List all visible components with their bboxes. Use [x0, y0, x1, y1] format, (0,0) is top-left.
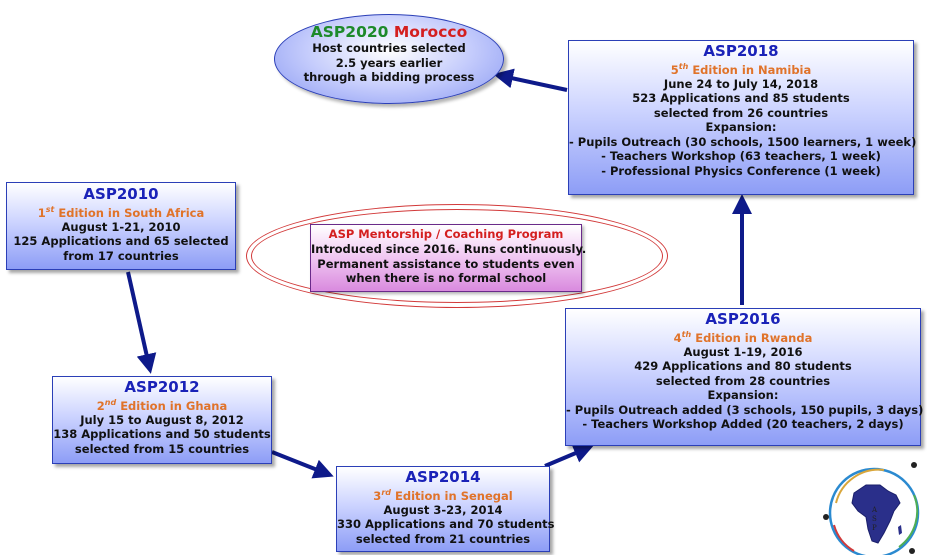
asp2012-title: ASP2012	[124, 378, 200, 396]
arrow-2018-to-2020	[493, 68, 568, 92]
asp2018-line-2: 523 Applications and 85 students	[632, 91, 850, 106]
asp2016-line-2: 429 Applications and 80 students	[634, 359, 852, 374]
mentorship-outer-ring	[246, 204, 668, 308]
asp2018-line-5: - Pupils Outreach (30 schools, 1500 lear…	[569, 134, 917, 149]
asp2010-edition: 1st Edition in South Africa	[37, 205, 205, 220]
asp2016-line-5: - Pupils Outreach added (3 schools, 150 …	[566, 402, 924, 417]
arrow-2014-to-2016	[544, 444, 594, 468]
mentorship-line-3: when there is no formal school	[345, 271, 547, 285]
asp2016-node: ASP2016 4th Edition in Rwanda August 1-1…	[565, 308, 924, 446]
mentorship-line-2: Permanent assistance to students even	[317, 256, 575, 271]
logo-letter-p: P	[872, 524, 877, 532]
asp2020-line-3: through a bidding process	[303, 70, 475, 84]
asp2016-line-3: selected from 28 countries	[655, 373, 831, 388]
asp2010-node: ASP2010 1st Edition in South Africa Augu…	[6, 182, 236, 270]
asp2020-title: ASP2020 Morocco	[275, 24, 503, 41]
asp2018-line-3: selected from 26 countries	[653, 105, 829, 120]
logo-letter-s: S	[872, 515, 877, 523]
asp2016-title: ASP2016	[705, 310, 781, 328]
asp2018-node: ASP2018 5th Edition in Namibia June 24 t…	[568, 40, 917, 195]
asp2012-line-3: selected from 15 countries	[74, 441, 250, 456]
asp2012-node: ASP2012 2nd Edition in Ghana July 15 to …	[52, 376, 272, 464]
asp-africa-logo-icon	[823, 462, 920, 555]
asp2014-line-3: selected from 21 countries	[355, 531, 531, 546]
asp2010-line-1: August 1-21, 2010	[61, 219, 181, 234]
asp2014-edition: 3rd Edition in Senegal	[373, 488, 513, 503]
asp2012-edition: 2nd Edition in Ghana	[96, 398, 228, 413]
asp2018-line-7: - Professional Physics Conference (1 wee…	[601, 163, 881, 178]
asp2020-title-country: Morocco	[393, 23, 468, 41]
asp2018-line-4: Expansion:	[705, 120, 777, 135]
asp2018-line-6: - Teachers Workshop (63 teachers, 1 week…	[601, 149, 881, 164]
asp2016-line-4: Expansion:	[707, 388, 779, 403]
mentorship-title: ASP Mentorship / Coaching Program	[328, 227, 564, 241]
asp2020-line-1: Host countries selected	[312, 41, 466, 55]
mentorship-node: ASP Mentorship / Coaching Program Introd…	[310, 224, 587, 292]
asp2014-line-1: August 3-23, 2014	[383, 502, 503, 517]
asp2018-line-1: June 24 to July 14, 2018	[663, 76, 819, 91]
asp2016-edition: 4th Edition in Rwanda	[673, 330, 813, 345]
asp2010-line-2: 125 Applications and 65 selected	[13, 234, 229, 249]
asp2020-title-year: ASP2020	[310, 23, 389, 41]
arrow-2012-to-2014	[271, 450, 334, 479]
arrow-2010-to-2012	[126, 271, 157, 374]
mentorship-inner-ring	[251, 209, 663, 303]
asp2014-line-2: 330 Applications and 70 students	[337, 517, 555, 532]
logo-letter-a: A	[872, 506, 878, 514]
asp2016-line-1: August 1-19, 2016	[683, 344, 803, 359]
asp2012-line-2: 138 Applications and 50 students	[53, 427, 271, 442]
asp2020-node: ASP2020 Morocco Host countries selected …	[274, 14, 504, 104]
asp2012-line-1: July 15 to August 8, 2012	[80, 412, 244, 427]
asp2014-node: ASP2014 3rd Edition in Senegal August 3-…	[336, 466, 555, 552]
asp2014-title: ASP2014	[405, 468, 481, 486]
asp2010-line-3: from 17 countries	[63, 248, 179, 263]
asp2020-line-2: 2.5 years earlier	[335, 55, 443, 70]
asp2010-title: ASP2010	[83, 185, 159, 203]
asp2016-line-6: - Teachers Workshop Added (20 teachers, …	[582, 417, 904, 432]
asp2018-edition: 5th Edition in Namibia	[670, 62, 812, 77]
asp2018-title: ASP2018	[703, 42, 779, 60]
mentorship-line-1: Introduced since 2016. Runs continuously…	[311, 242, 587, 256]
